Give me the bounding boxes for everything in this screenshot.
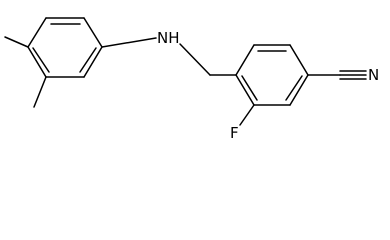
fluorine-label: F xyxy=(230,124,239,142)
nh-to-ch2-bond xyxy=(179,43,211,76)
nitrile-triple-bond xyxy=(339,70,367,80)
structure-diagram: NH N F xyxy=(4,17,379,142)
fluorobenzonitrile-ring xyxy=(235,44,309,106)
fluorine-bond xyxy=(239,104,255,126)
nitrile-nitrogen-label: N xyxy=(368,66,379,84)
methyl-bond-lower xyxy=(33,76,47,108)
dimethylphenyl-ring xyxy=(27,17,103,78)
nh-label: NH xyxy=(157,29,180,47)
ring-to-nh-bond xyxy=(101,37,157,48)
methyl-bond-upper xyxy=(4,36,29,48)
